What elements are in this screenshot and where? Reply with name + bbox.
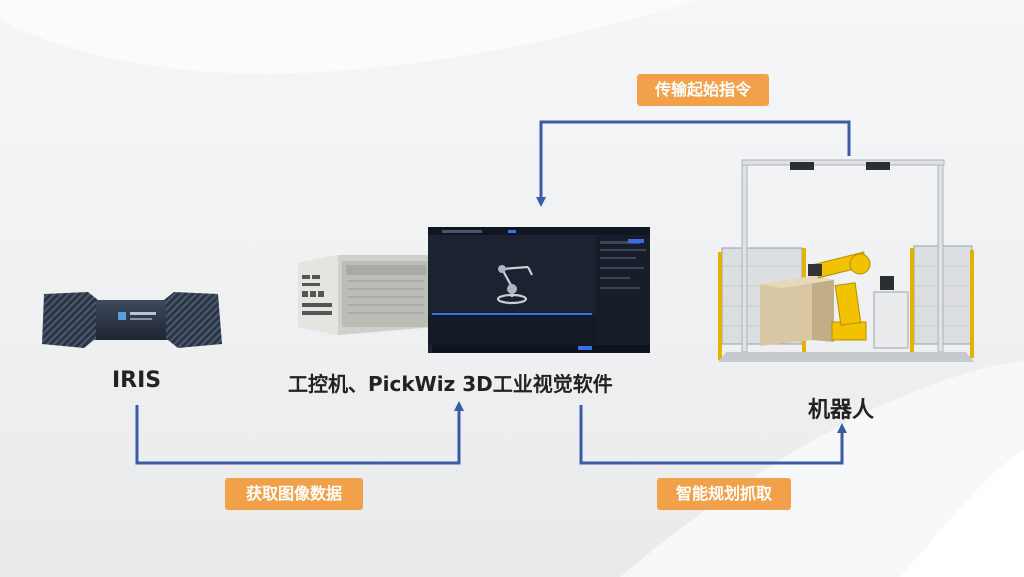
iris-camera-image <box>42 292 222 348</box>
industrial-pc-image <box>298 255 434 335</box>
arrow-iris-to-pc <box>135 401 464 465</box>
tag-start-command: 传输起始指令 <box>637 74 769 106</box>
arrow-pc-to-robot <box>579 405 847 465</box>
tag-smart-grasp-planning: 智能规划抓取 <box>657 478 791 510</box>
pc-software-label: 工控机、PickWiz 3D工业视觉软件 <box>288 372 613 396</box>
robot-cell-image <box>718 159 974 362</box>
tag-get-image-data: 获取图像数据 <box>225 478 363 510</box>
iris-label: IRIS <box>112 368 162 393</box>
robot-label: 机器人 <box>808 398 875 423</box>
arrow-robot-to-pc <box>536 120 851 207</box>
pickwiz-software-screen <box>428 227 650 353</box>
